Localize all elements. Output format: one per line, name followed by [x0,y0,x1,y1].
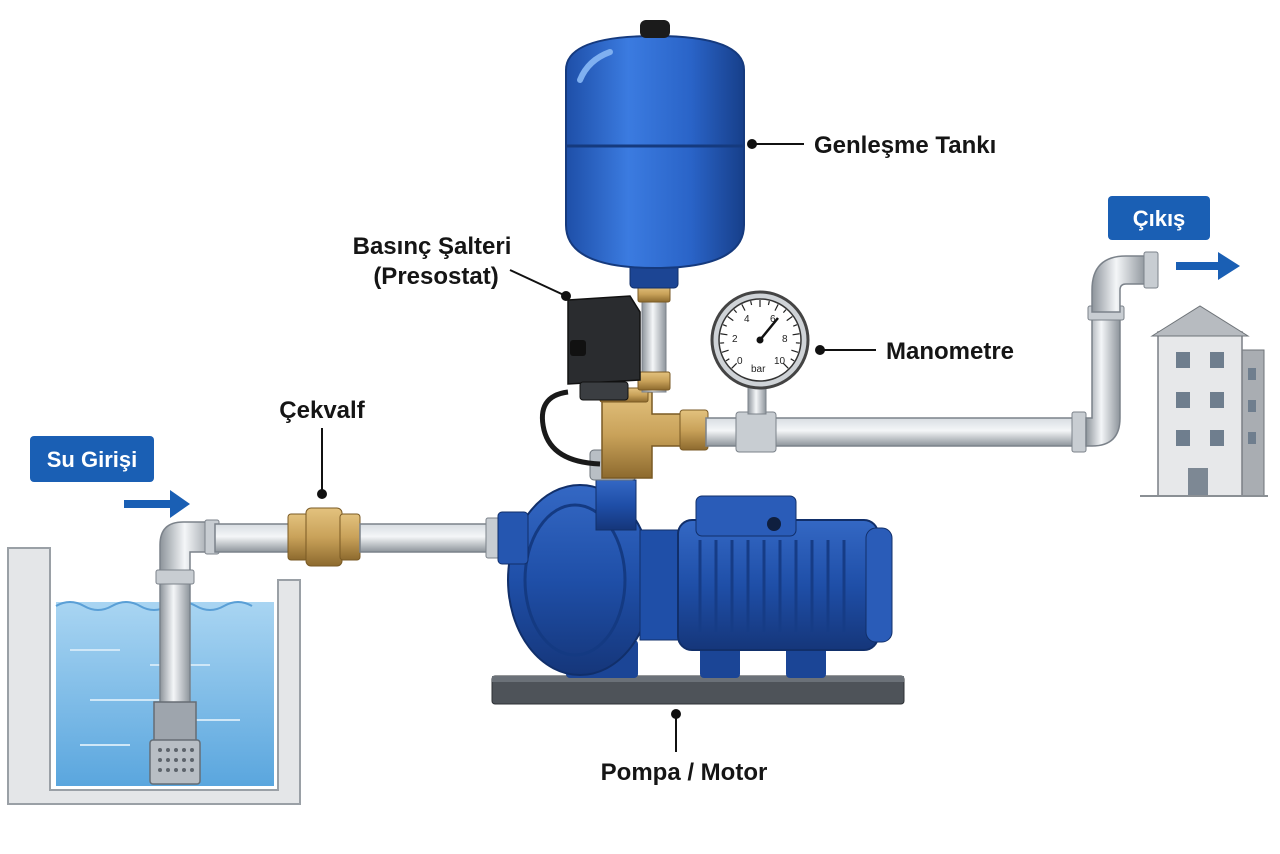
pump-motor [497,479,893,678]
gauge-tick-4: 4 [744,314,750,325]
gauge-tick-2: 2 [732,334,738,345]
manometer-label: Manometre [886,338,1014,365]
gauge-tick-mark [791,349,799,353]
gauge-tick-mark [727,316,734,322]
gauge-tick-mark [792,333,800,336]
gauge-tick-mark [722,324,727,327]
leader-lines [317,139,876,752]
gauge-tick-mark [733,309,738,314]
foot-strainer [149,701,201,785]
pressure-switch [540,295,641,467]
gauge-tick-mark [741,304,746,311]
gauge-tick-10: 10 [774,356,786,367]
gauge-tick-mark [767,300,770,306]
gauge-tick-mark [793,324,798,327]
gauge-tick-mark [782,309,787,314]
expansion-tank [565,20,745,270]
arrow-right-icon [1176,252,1240,280]
check-valve [287,507,501,567]
water-inlet-label: Su Girişi [47,447,137,472]
gauge-tick-mark [790,358,795,362]
gauge-tick-mark [750,300,753,306]
gauge-tick-mark [782,362,789,369]
water-inlet-tag: Su Girişi [30,436,154,482]
outlet-label: Çıkış [1133,206,1186,231]
gauge-tick-mark [720,333,728,336]
gauge-tick-mark [725,358,730,362]
discharge-pipe [705,251,1159,453]
expansion-tank-label: Genleşme Tankı [814,132,996,159]
pump-motor-label: Pompa / Motor [601,759,768,786]
pressure-switch-sublabel: (Presostat) [373,263,498,290]
gauge-tick-mark [774,304,779,311]
discharge-fitting [589,387,709,481]
gauge-unit: bar [751,364,766,375]
building-icon [1140,305,1268,497]
gauge-tick-mark [721,349,729,353]
pressure-switch-label: Basınç Şalteri [353,233,512,260]
suction-pipe [155,519,296,711]
pump-base [491,675,905,705]
gauge-tick-8: 8 [782,334,788,345]
gauge-tick-6: 6 [770,314,776,325]
check-valve-label: Çekvalf [279,397,365,424]
manometer-gauge: 0 2 4 6 8 10 bar [710,290,810,390]
gauge-needle [759,317,779,341]
tank-riser [629,261,679,393]
gauge-tick-mark [731,362,738,369]
gauge-tick-mark [786,316,793,322]
arrow-right-icon [124,490,190,518]
outlet-tag: Çıkış [1108,196,1210,240]
gauge-tick-0: 0 [737,356,743,367]
